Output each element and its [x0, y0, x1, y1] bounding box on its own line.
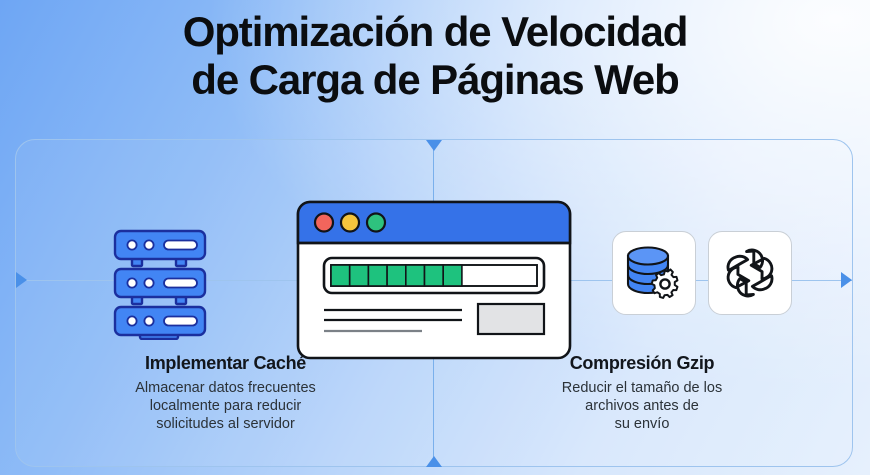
gzip-icon-group [612, 231, 792, 315]
divider-marker-bottom-icon [426, 456, 442, 467]
page-title: Optimización de Velocidad de Carga de Pá… [0, 8, 870, 104]
page-title-line-1: Optimización de Velocidad [182, 8, 689, 55]
traffic-light-yellow [339, 212, 361, 233]
caption-left-body: Almacenar datos frecuentes localmente pa… [28, 379, 423, 433]
database-gear-card [612, 231, 696, 315]
server-rack-icon [110, 228, 210, 345]
divider-marker-top-icon [426, 140, 442, 151]
caption-left-body-line-2: localmente para reducir [149, 398, 302, 414]
caption-compresion-gzip: Compresión Gzip Reducir el tamaño de los… [442, 352, 842, 433]
caption-right-body-line-1: Reducir el tamaño de los [561, 380, 723, 396]
divider-marker-right-icon [841, 272, 852, 288]
openai-logo-card [708, 231, 792, 315]
caption-right-body: Reducir el tamaño de los archivos antes … [442, 379, 842, 433]
page-title-line-2: de Carga de Páginas Web [191, 56, 680, 103]
caption-implementar-cache: Implementar Caché Almacenar datos frecue… [28, 352, 423, 433]
divider-marker-left-icon [16, 272, 27, 288]
caption-right-heading: Compresión Gzip [569, 353, 715, 373]
traffic-light-red [313, 212, 335, 233]
caption-left-body-line-3: solicitudes al servidor [156, 416, 295, 432]
caption-left-heading: Implementar Caché [145, 353, 306, 373]
caption-right-body-line-3: su envío [614, 416, 670, 432]
database-gear-icon [626, 246, 679, 299]
caption-right-body-line-2: archivos antes de [585, 398, 699, 414]
openai-logo-icon [726, 248, 774, 298]
browser-window-icon [296, 200, 572, 365]
traffic-light-green [365, 212, 387, 233]
caption-left-body-line-1: Almacenar datos frecuentes [135, 380, 316, 396]
